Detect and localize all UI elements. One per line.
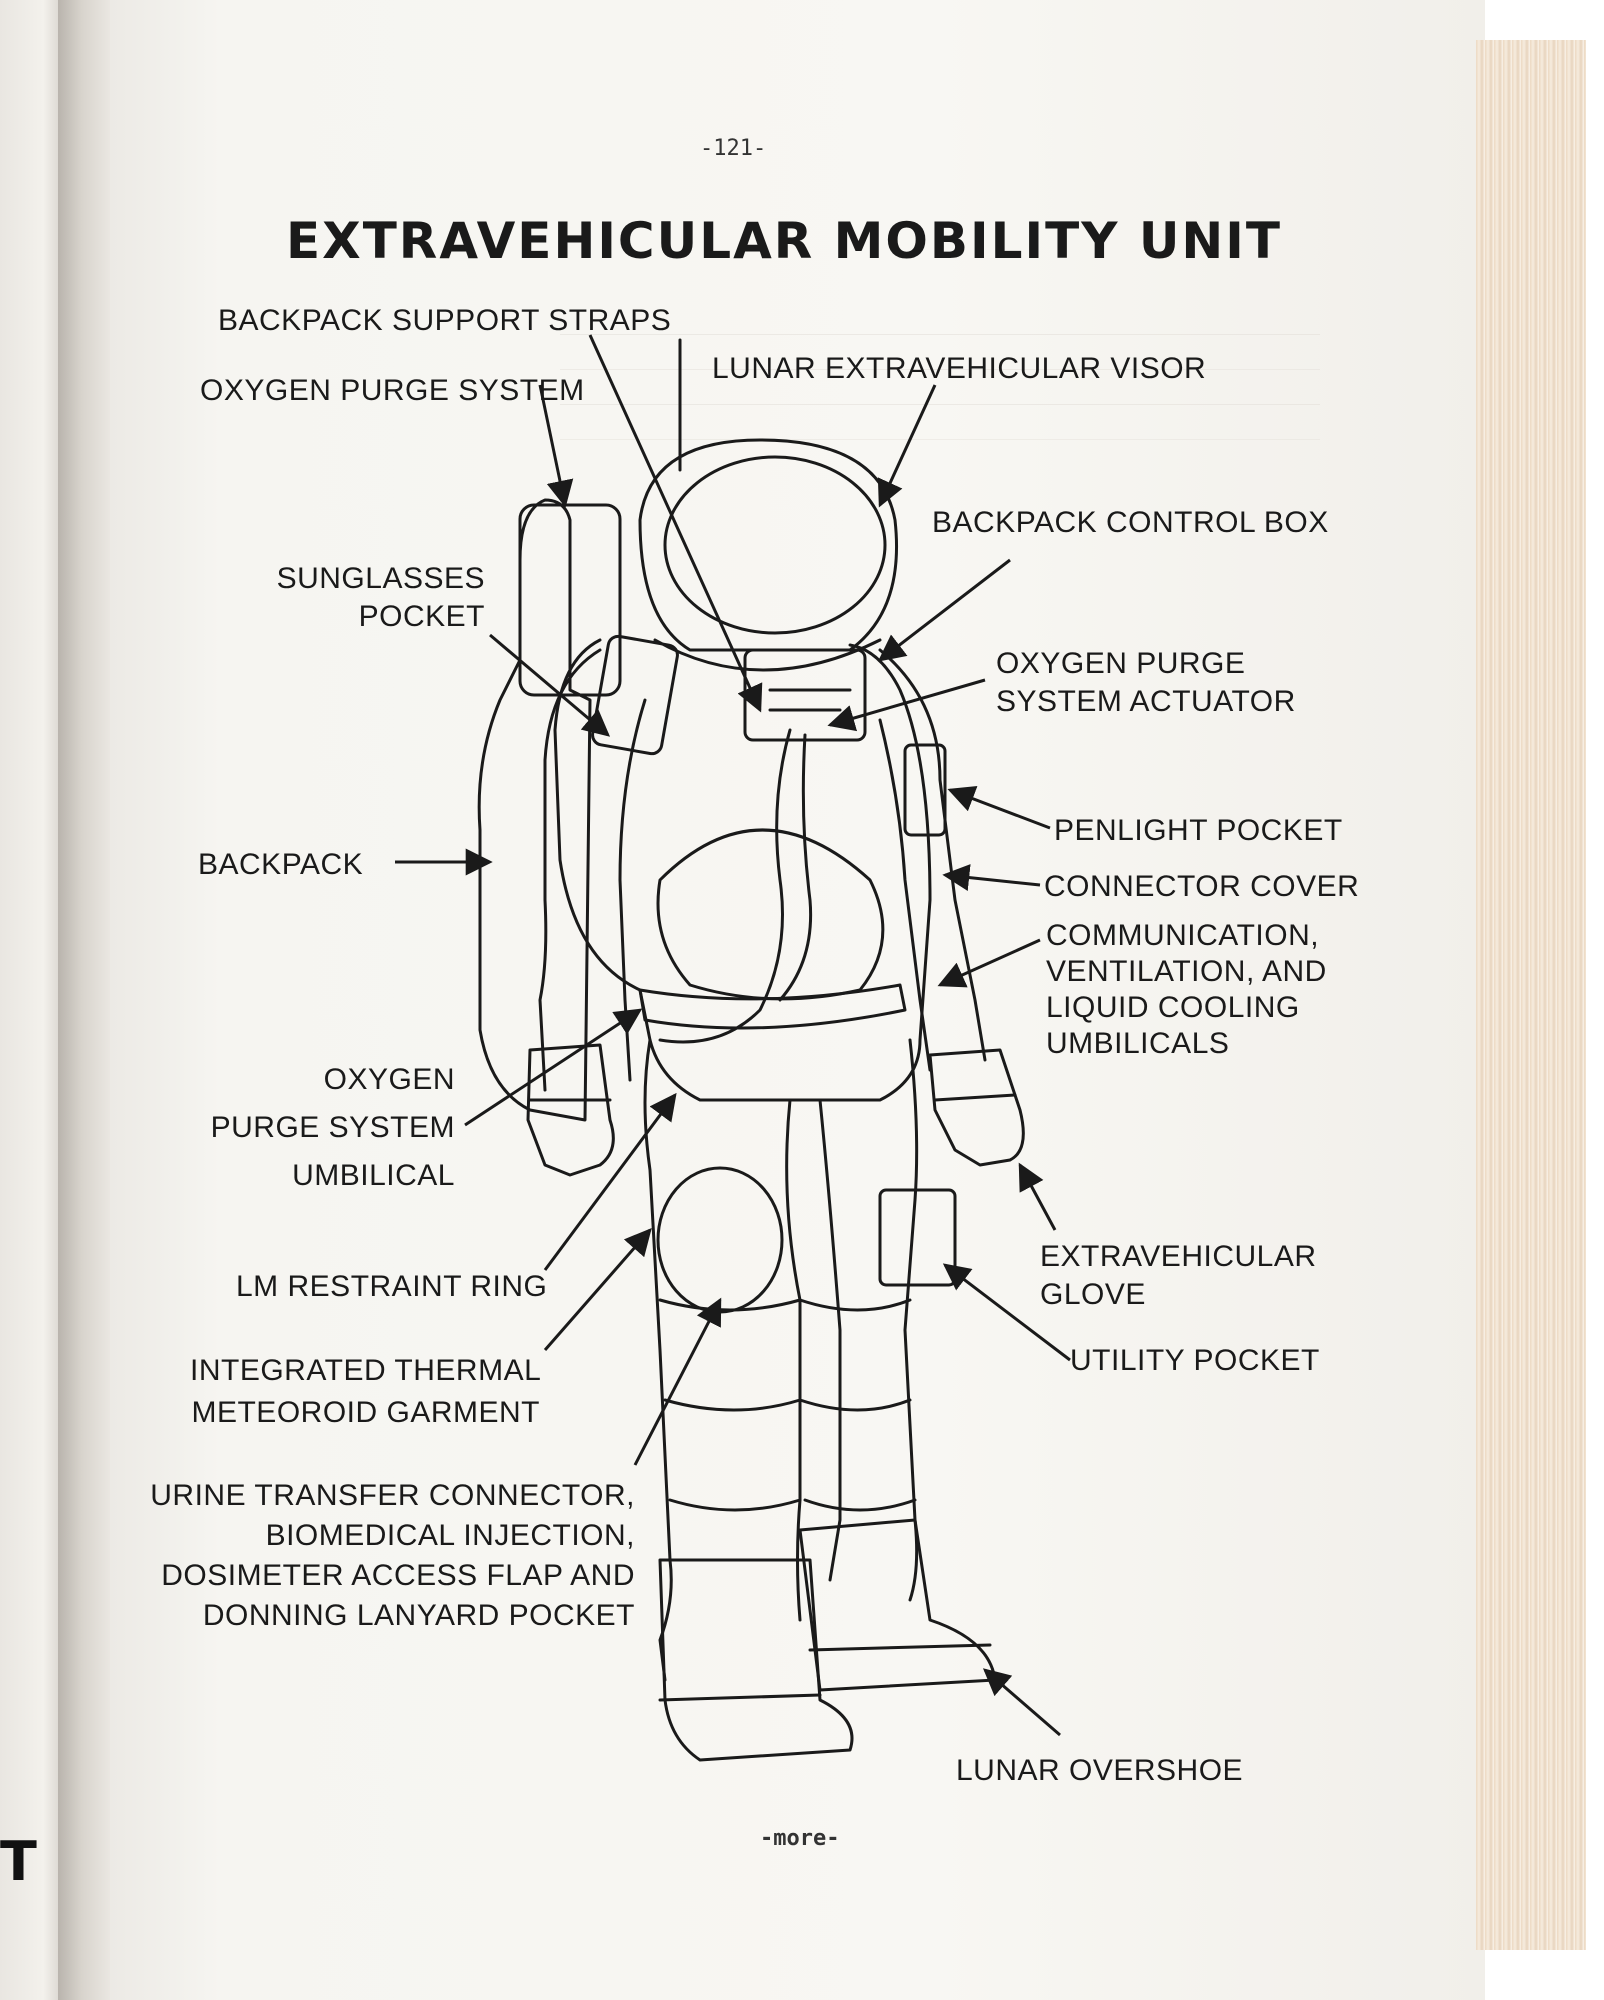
right-overshoe bbox=[798, 1518, 997, 1692]
label-lm-restraint-ring: LM RESTRAINT RING bbox=[236, 1270, 548, 1303]
label-urine-transfer-connector: URINE TRANSFER CONNECTOR, BIOMEDICAL INJ… bbox=[150, 1479, 635, 1632]
right-glove bbox=[928, 1048, 1025, 1167]
left-leg-inner bbox=[785, 1098, 802, 1622]
leader-umbilicals bbox=[937, 938, 1041, 988]
leader-penlight bbox=[947, 786, 1051, 830]
right-leg-bands bbox=[798, 1298, 917, 1512]
label-connector-cover: CONNECTOR COVER bbox=[1044, 870, 1360, 903]
label-oxygen-purge-system: OXYGEN PURGE SYSTEM bbox=[200, 374, 585, 407]
label-umbilicals: COMMUNICATION, VENTILATION, AND LIQUID C… bbox=[1046, 919, 1327, 1060]
right-overshoe-sole bbox=[808, 1643, 992, 1652]
left-glove bbox=[526, 1043, 615, 1177]
leader-lines bbox=[395, 334, 1071, 1737]
page-edges bbox=[1476, 40, 1586, 1950]
utility-pocket-shape bbox=[878, 1188, 957, 1287]
umbilical-hose bbox=[658, 728, 792, 1044]
right-arm-inner bbox=[878, 718, 932, 1072]
backpack-shape bbox=[477, 498, 592, 1122]
page-number: -121- bbox=[700, 136, 767, 161]
right-arm-outer bbox=[878, 648, 987, 1062]
knee-pad bbox=[656, 1166, 784, 1314]
leader-connector-cover bbox=[942, 864, 1041, 891]
leader-restraint-ring bbox=[543, 1092, 677, 1271]
leader-thermal-garment bbox=[543, 1227, 652, 1351]
label-backpack-support-straps: BACKPACK SUPPORT STRAPS bbox=[218, 304, 672, 337]
label-sunglasses-pocket: SUNGLASSES POCKET bbox=[276, 562, 485, 633]
label-lunar-extravehicular-visor: LUNAR EXTRAVEHICULAR VISOR bbox=[712, 352, 1207, 385]
label-backpack: BACKPACK bbox=[198, 848, 364, 881]
label-oxygen-purge-system-actuator: OXYGEN PURGE SYSTEM ACTUATOR bbox=[996, 647, 1296, 718]
right-leg-inner bbox=[818, 1098, 842, 1582]
left-leg-outer bbox=[643, 1038, 673, 1682]
book-gutter bbox=[58, 0, 118, 2000]
leader-overshoe bbox=[982, 1668, 1061, 1737]
leader-control-box bbox=[877, 558, 1011, 662]
left-page bbox=[0, 0, 62, 2000]
label-utility-pocket: UTILITY POCKET bbox=[1070, 1344, 1320, 1377]
left-arm-outer bbox=[538, 648, 602, 1092]
left-arm-inner bbox=[618, 698, 647, 1082]
right-leg-outer bbox=[903, 1038, 919, 1602]
page-footer: -more- bbox=[760, 1826, 840, 1851]
leader-urine-connector bbox=[633, 1297, 722, 1466]
label-oxygen-purge-system-umbilical: OXYGEN PURGE SYSTEM UMBILICAL bbox=[210, 1063, 455, 1192]
leader-oxygen-purge-system bbox=[538, 384, 574, 508]
helmet bbox=[638, 438, 899, 652]
waist-ring bbox=[638, 983, 907, 1030]
control-box-detail bbox=[768, 688, 852, 712]
chest-panel bbox=[656, 828, 885, 1001]
diagram-title: EXTRAVEHICULAR MOBILITY UNIT bbox=[286, 212, 1282, 270]
sunglasses-pocket-shape bbox=[591, 634, 679, 756]
left-leg-bands bbox=[658, 1298, 802, 1512]
right-glove-cuff bbox=[933, 1093, 1017, 1102]
leader-purge-actuator bbox=[827, 678, 986, 732]
label-lunar-overshoe: LUNAR OVERSHOE bbox=[956, 1754, 1244, 1787]
spacesuit-figure bbox=[477, 338, 1025, 1762]
visor bbox=[663, 455, 887, 635]
left-page-fragment: T bbox=[0, 1830, 37, 1893]
label-extravehicular-glove: EXTRAVEHICULAR GLOVE bbox=[1040, 1240, 1317, 1311]
leader-backpack-support-straps bbox=[588, 334, 763, 713]
control-box bbox=[743, 648, 867, 742]
penlight-pocket-shape bbox=[903, 743, 947, 837]
label-penlight-pocket: PENLIGHT POCKET bbox=[1054, 814, 1343, 847]
umbilical-hose-2 bbox=[778, 733, 813, 1002]
show-through-text bbox=[560, 300, 1320, 800]
left-overshoe-sole bbox=[658, 1693, 822, 1702]
leader-purge-umbilical bbox=[464, 1008, 643, 1127]
leader-visor bbox=[877, 384, 937, 508]
label-integrated-thermal-meteoroid-garment: INTEGRATED THERMAL METEOROID GARMENT bbox=[190, 1354, 542, 1429]
label-backpack-control-box: BACKPACK CONTROL BOX bbox=[932, 506, 1329, 539]
leader-sunglasses-pocket bbox=[489, 633, 611, 737]
neck-ring bbox=[653, 638, 882, 672]
leader-utility-pocket bbox=[942, 1263, 1071, 1362]
leader-glove bbox=[1018, 1162, 1057, 1231]
torso bbox=[553, 638, 932, 1102]
left-overshoe bbox=[658, 1558, 854, 1762]
